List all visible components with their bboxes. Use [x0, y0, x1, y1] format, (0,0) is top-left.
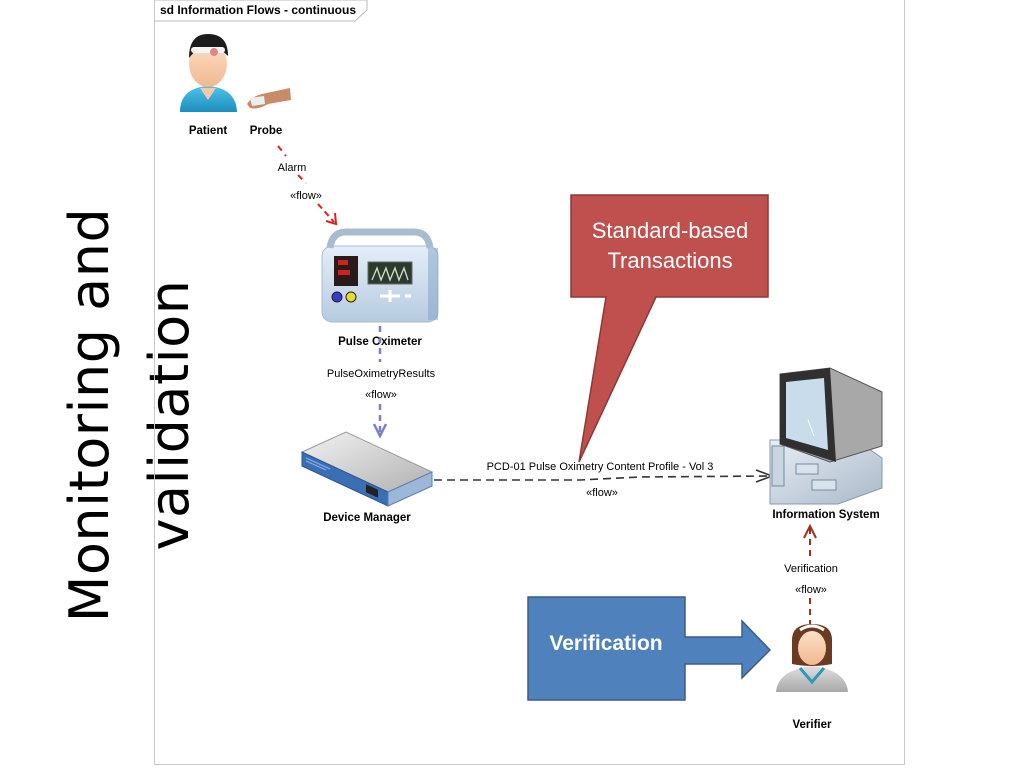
flow-stereotype-pulse-oximetry-results: «flow» — [365, 389, 397, 401]
flow-stereotype-verification: «flow» — [795, 584, 827, 596]
computer-icon — [769, 367, 883, 505]
hand-probe-icon — [247, 88, 291, 109]
standard-based-transactions-callout — [570, 194, 769, 463]
flow-stereotype-alarm: «flow» — [290, 190, 322, 202]
verification-block-text: Verification — [549, 632, 663, 655]
flow-verification-arrow[interactable] — [803, 523, 817, 630]
actor-label-patient: Patient — [189, 125, 228, 137]
diagram-frame: sd Information Flows - continuous — [154, 0, 905, 765]
pulse-oximeter-device-icon — [321, 228, 439, 323]
frame-title-tab — [155, 0, 368, 22]
flow-label-pulse-oximetry-results: PulseOximetryResults — [327, 368, 436, 380]
callout-line-2: Transactions — [607, 248, 733, 273]
frame-title: sd Information Flows - continuous — [160, 3, 356, 17]
standard-based-transactions-text: Standard-based Transactions — [572, 216, 768, 276]
flow-label-alarm: Alarm — [278, 162, 307, 174]
nurse-icon — [776, 624, 848, 692]
actor-label-information-system: Information System — [772, 509, 879, 521]
actor-label-device-manager: Device Manager — [323, 512, 411, 524]
flow-label-verification: Verification — [784, 563, 838, 575]
verification-block-arrow — [527, 596, 772, 701]
flow-stereotype-pcd01: «flow» — [586, 487, 618, 499]
patient-icon — [180, 34, 237, 112]
actor-label-probe: Probe — [250, 125, 283, 137]
flow-alarm-arrow[interactable] — [277, 145, 338, 226]
callout-line-1: Standard-based — [591, 218, 749, 243]
flow-pulse-oximetry-results-arrow[interactable] — [372, 326, 388, 439]
flow-label-pcd01: PCD-01 Pulse Oximetry Content Profile - … — [487, 461, 714, 473]
device-manager-box-icon — [300, 431, 434, 507]
actor-label-verifier: Verifier — [793, 719, 833, 731]
